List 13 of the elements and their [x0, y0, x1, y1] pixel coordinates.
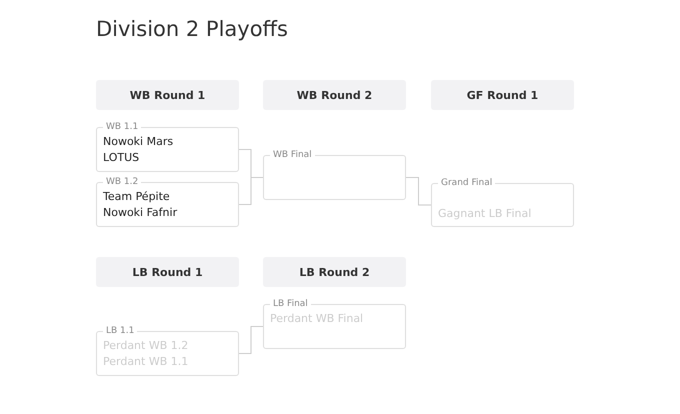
- round-title: LB Round 2: [299, 266, 370, 278]
- team-name: LOTUS: [103, 150, 140, 166]
- round-title: WB Round 1: [130, 88, 206, 102]
- team-name: Team Pépite: [103, 189, 170, 205]
- bracket-line: [238, 177, 264, 205]
- round-title: LB Round 1: [132, 266, 203, 278]
- team-name: Nowoki Mars: [103, 134, 174, 150]
- bracket-line: [406, 177, 432, 206]
- page-title: Division 2 Playoffs: [96, 17, 288, 41]
- round-title: WB Round 2: [296, 88, 372, 102]
- bracket-line: [238, 326, 264, 354]
- round-title: GF Round 1: [466, 88, 538, 102]
- team-name: Nowoki Fafnir: [103, 205, 178, 221]
